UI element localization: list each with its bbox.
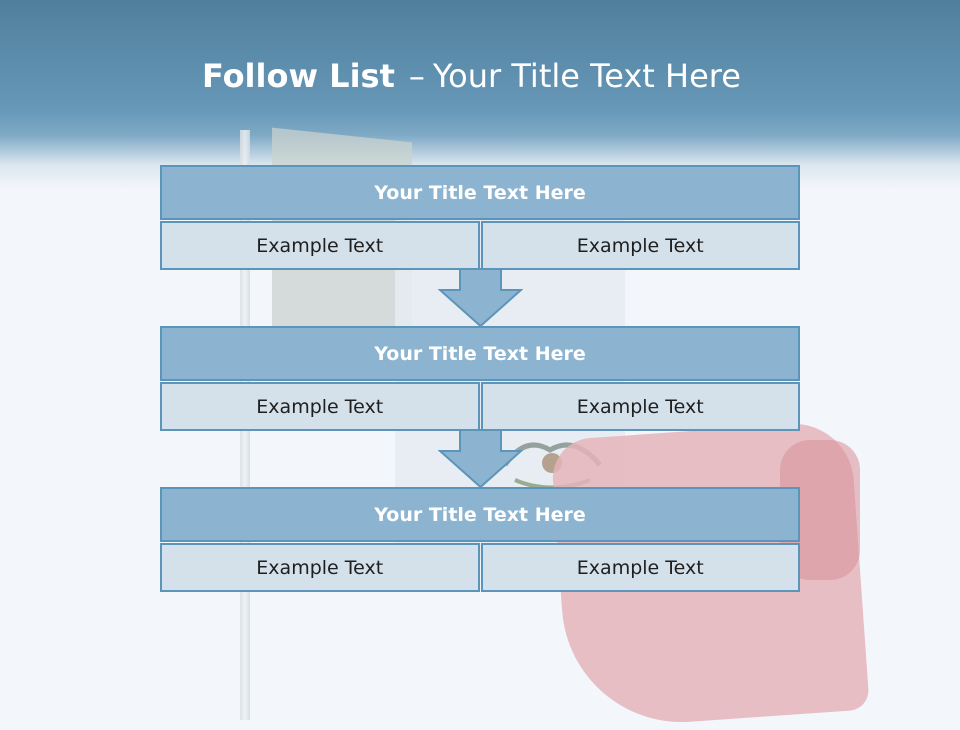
step-title: Your Title Text Here bbox=[160, 326, 800, 381]
step-row: Example Text Example Text bbox=[160, 221, 800, 270]
step-row: Example Text Example Text bbox=[160, 382, 800, 431]
step-left-text: Example Text bbox=[160, 543, 480, 592]
header-band bbox=[0, 0, 960, 190]
step-row: Example Text Example Text bbox=[160, 543, 800, 592]
title-rest: Your Title Text Here bbox=[432, 57, 741, 95]
step-left-text: Example Text bbox=[160, 221, 480, 270]
step-right-text: Example Text bbox=[480, 382, 800, 431]
step-right-text: Example Text bbox=[480, 221, 800, 270]
title-separator: – bbox=[408, 57, 425, 95]
step-right-text: Example Text bbox=[480, 543, 800, 592]
down-arrow-icon bbox=[438, 268, 523, 328]
step-box-3: Your Title Text Here Example Text Exampl… bbox=[160, 487, 800, 592]
step-title: Your Title Text Here bbox=[160, 487, 800, 542]
step-box-2: Your Title Text Here Example Text Exampl… bbox=[160, 326, 800, 431]
slide-title: Follow List–Your Title Text Here bbox=[202, 52, 902, 102]
title-bold: Follow List bbox=[202, 57, 395, 95]
step-left-text: Example Text bbox=[160, 382, 480, 431]
down-arrow-icon bbox=[438, 429, 523, 489]
step-box-1: Your Title Text Here Example Text Exampl… bbox=[160, 165, 800, 270]
step-title: Your Title Text Here bbox=[160, 165, 800, 220]
